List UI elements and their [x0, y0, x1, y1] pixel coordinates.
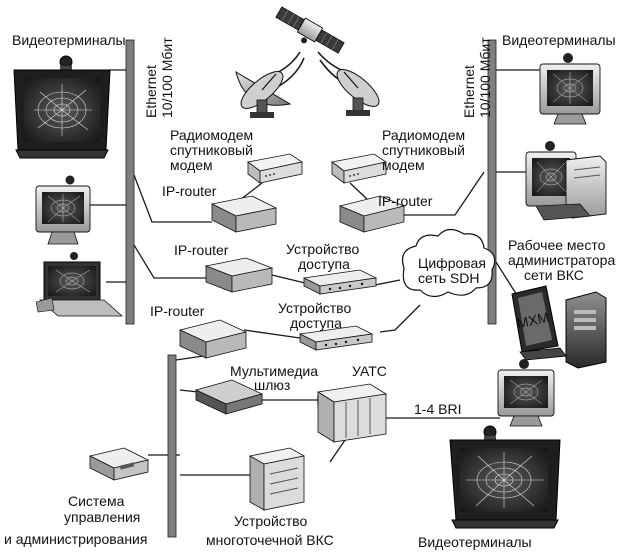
- multipoint-conference-device: [248, 447, 306, 511]
- svg-text:доступа: доступа: [290, 315, 342, 331]
- svg-text:администратора: администратора: [508, 252, 615, 268]
- access-device-2: [298, 325, 374, 351]
- web-screen-icon: [34, 84, 92, 136]
- svg-text:и администрирования: и администрирования: [4, 531, 147, 547]
- label-ethernet-left: Ethernet 10/100 Мбит: [143, 37, 175, 118]
- videoterminal-monitor-left: [35, 175, 91, 245]
- label-ip-router-2: IP-router: [174, 242, 229, 258]
- svg-text:10/100 Мбит: 10/100 Мбит: [477, 37, 493, 118]
- label-multimedia-gateway: Мультимедиа шлюз: [230, 363, 318, 393]
- label-ip-router-3: IP-router: [150, 303, 205, 319]
- svg-text:спутниковый: спутниковый: [170, 142, 253, 158]
- svg-text:Мультимедиа: Мультимедиа: [230, 363, 318, 379]
- access-device-1: [302, 269, 378, 295]
- videoterminal-large-tv-top-left: [13, 55, 111, 159]
- label-ethernet-right: Ethernet 10/100 Мбит: [461, 37, 493, 118]
- satellite-icon: [275, 6, 345, 54]
- ip-router-2-device: [204, 257, 274, 293]
- svg-text:Цифровая: Цифровая: [418, 255, 486, 271]
- label-access-device-2: Устройство доступа: [278, 300, 351, 331]
- videoterminal-large-tv-bottom: [449, 425, 561, 529]
- label-pbx: УАТС: [352, 363, 387, 379]
- svg-text:многоточечной ВКС: многоточечной ВКС: [206, 532, 334, 548]
- radiomodem-left-device: [247, 153, 304, 184]
- radiomodem-right-device: [331, 153, 388, 184]
- ip-router-1-device: [210, 195, 278, 233]
- server-screen-text: MXM: [515, 309, 550, 331]
- satellite-dish-right-icon: [336, 69, 380, 116]
- svg-text:Устройство: Устройство: [234, 513, 307, 529]
- svg-text:Радиомодем: Радиомодем: [382, 127, 465, 143]
- label-ip-router-right: IP-router: [378, 193, 433, 209]
- label-radiomodem-left: Радиомодем спутниковый модем: [170, 127, 253, 173]
- ethernet-bus-right: [487, 39, 497, 325]
- ip-router-right-device: [338, 195, 406, 233]
- svg-text:Радиомодем: Радиомодем: [170, 127, 253, 143]
- svg-text:модем: модем: [170, 157, 213, 173]
- svg-text:доступа: доступа: [298, 256, 350, 272]
- pbx-device: [316, 383, 388, 443]
- svg-text:Устройство: Устройство: [278, 300, 351, 316]
- multimedia-gateway-device: [194, 379, 264, 415]
- svg-text:модем: модем: [382, 157, 425, 173]
- label-multipoint-device: Устройство многоточечной ВКС: [206, 513, 334, 548]
- svg-text:Ethernet: Ethernet: [143, 65, 159, 118]
- label-radiomodem-right: Радиомодем спутниковый модем: [382, 127, 465, 173]
- svg-text:10/100 Мбит: 10/100 Мбит: [159, 37, 175, 118]
- label-sdh-network: Цифровая сеть SDH: [418, 255, 486, 286]
- admin-workplace-server: MXM: [511, 285, 607, 369]
- label-management-system: Система управления и администрирования: [4, 493, 147, 547]
- management-system-device: [88, 447, 150, 481]
- label-videoterminals-bottom: Видеотерминалы: [418, 534, 532, 550]
- svg-text:Устройство: Устройство: [286, 241, 359, 257]
- label-videoterminals-top-right: Видеотерминалы: [502, 32, 616, 48]
- labels: Видеотерминалы Видеотерминалы Видеотерми…: [4, 32, 616, 550]
- ip-router-3-device: [178, 319, 248, 359]
- label-bri: 1-4 BRI: [414, 401, 461, 417]
- ethernet-bus-lower: [167, 354, 177, 538]
- svg-text:шлюз: шлюз: [254, 377, 290, 393]
- videoterminal-laptop-left: [35, 252, 124, 317]
- svg-text:Система: Система: [68, 493, 125, 509]
- videoterminal-workstation-right: [525, 141, 607, 221]
- svg-text:управления: управления: [64, 509, 140, 525]
- label-access-device-1: Устройство доступа: [286, 241, 359, 272]
- label-admin-workplace: Рабочее место администратора сети ВКС: [508, 237, 615, 283]
- svg-text:Ethernet: Ethernet: [461, 65, 477, 118]
- ethernet-bus-left: [125, 39, 135, 325]
- label-ip-router-1: IP-router: [162, 183, 217, 199]
- satellite-dish-left-icon: [235, 70, 292, 118]
- svg-text:спутниковый: спутниковый: [382, 142, 465, 158]
- svg-text:сеть SDH: сеть SDH: [418, 270, 479, 286]
- svg-text:Рабочее место: Рабочее место: [508, 237, 606, 253]
- label-videoterminals-top-left: Видеотерминалы: [12, 32, 126, 48]
- videoterminal-monitor-bottom-right: [497, 359, 555, 427]
- sdh-network-cloud: [401, 228, 496, 298]
- svg-text:сети ВКС: сети ВКС: [524, 267, 584, 283]
- videoterminal-monitor-top-right: [539, 53, 601, 125]
